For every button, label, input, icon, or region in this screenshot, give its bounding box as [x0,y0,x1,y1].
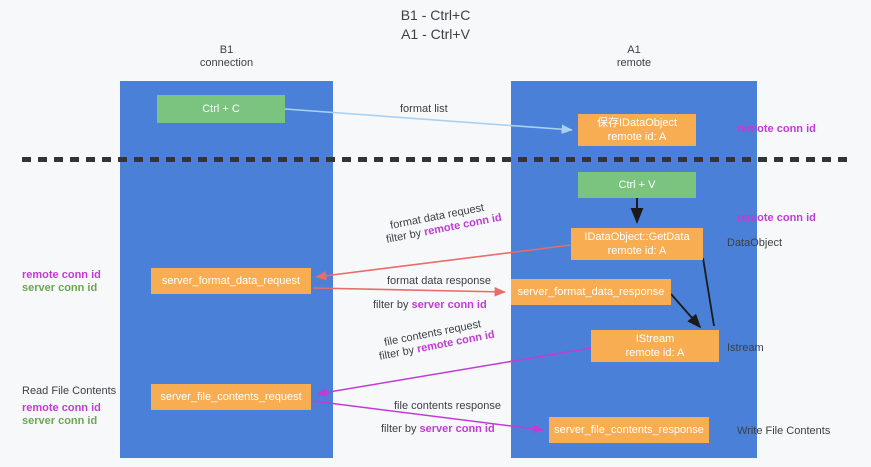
edge-format-data-response [312,286,506,297]
node-server-file-contents-request[interactable]: server_file_contents_request [151,384,311,410]
filter-prefix: filter by [373,299,412,311]
edge-label-file-contents-response-filter: filter by server conn id [381,422,495,436]
lane-header-b1: B1 connection [199,44,254,69]
annotation-read-file-contents: Read File Contents [22,385,117,397]
edge-label-file-contents-response: file contents response [394,400,502,412]
filter-prefix: filter by [381,423,420,435]
annotation-istream: Istream [727,342,764,354]
node-istream[interactable]: IStream remote id: A [591,330,719,362]
annotation-left-server-conn-id-bottom: server conn id [22,415,98,427]
annotation-left-server-conn-id-mid: server conn id [22,282,98,294]
filter-key-server-conn-id: server conn id [411,299,487,311]
annotation-remote-conn-id-top: remote conn id [737,123,816,135]
edge-label-format-list: format list [400,103,448,115]
node-ctrl-c[interactable]: Ctrl + C [157,95,285,123]
node-server-format-data-response[interactable]: server_format_data_response [511,279,671,305]
node-ctrl-v[interactable]: Ctrl + V [578,172,696,198]
annotation-left-remote-conn-id-mid: remote conn id [22,269,101,281]
annotation-dataobject: DataObject [727,237,783,249]
filter-key-server-conn-id: server conn id [419,423,495,435]
node-server-file-contents-response[interactable]: server_file_contents_response [549,417,709,443]
node-server-format-data-request[interactable]: server_format_data_request [151,268,311,294]
lane-header-a1: A1 remote [616,44,652,69]
node-idataobject-getdata[interactable]: IDataObject::GetData remote id: A [571,228,703,260]
node-save-idataobject[interactable]: 保存IDataObject remote id: A [578,114,696,146]
edge-label-format-data-response: format data response [387,275,491,287]
phase-divider [22,157,849,162]
annotation-remote-conn-id-mid: remote conn id [737,212,816,224]
annotation-left-remote-conn-id-bottom: remote conn id [22,402,101,414]
diagram-title: B1 - Ctrl+C A1 - Ctrl+V [400,7,471,42]
annotation-write-file-contents: Write File Contents [737,425,831,437]
edge-label-format-data-response-filter: filter by server conn id [373,298,487,312]
